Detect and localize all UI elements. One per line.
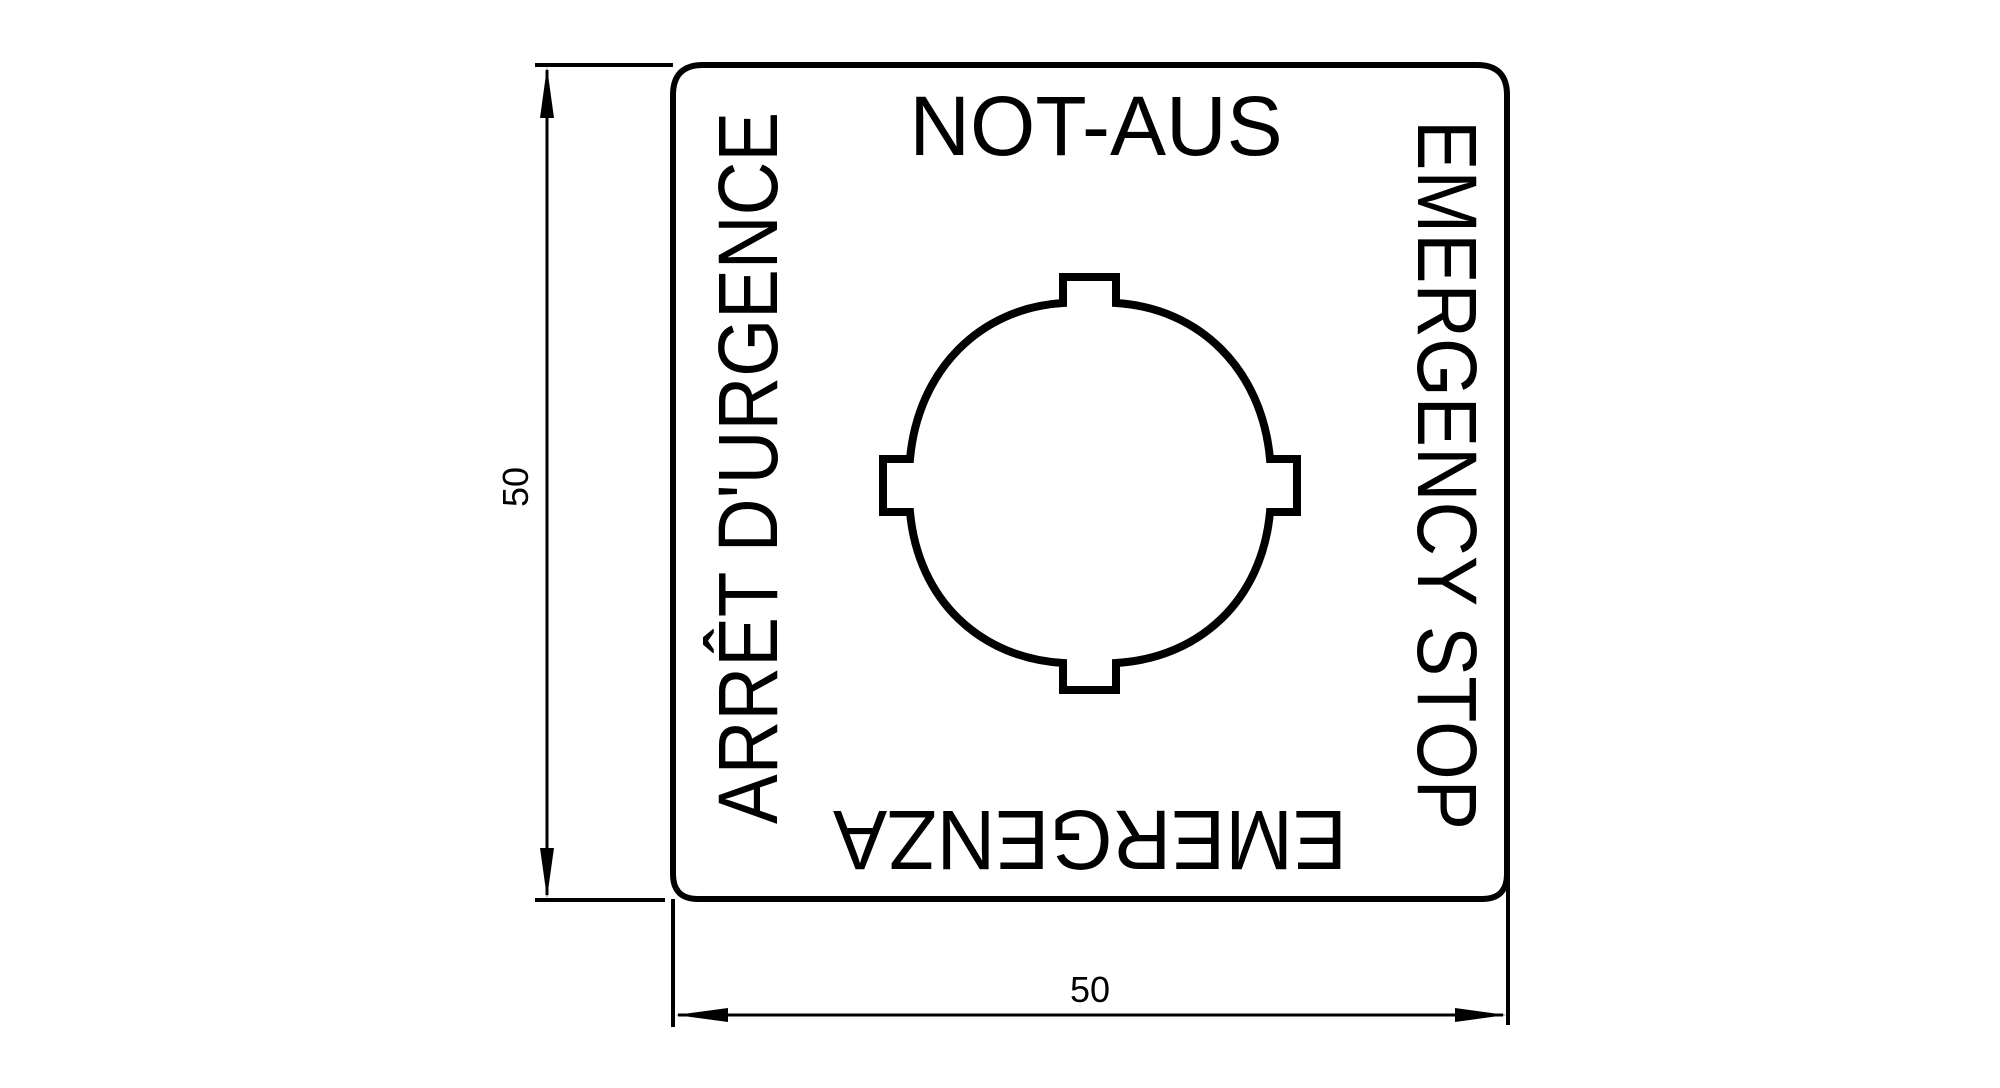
arrowhead-up-icon — [540, 67, 554, 118]
label-left: ARRÊT D'URGENCE — [701, 112, 795, 824]
width-dimension-value: 50 — [1070, 969, 1110, 1010]
arrowhead-right-icon — [1455, 1008, 1506, 1022]
arrowhead-left-icon — [676, 1008, 728, 1022]
height-dimension: 50 — [495, 63, 673, 902]
keyed-cutout-outline — [879, 273, 1301, 694]
label-bottom: EMERGENZA — [833, 793, 1347, 887]
label-right: EMERGENCY STOP — [1400, 120, 1494, 830]
arrowhead-down-icon — [540, 848, 554, 898]
label-plate-outline — [670, 62, 1510, 902]
height-dimension-value: 50 — [495, 467, 536, 507]
width-dimension: 50 — [671, 860, 1510, 1027]
label-top: NOT-AUS — [909, 79, 1282, 173]
